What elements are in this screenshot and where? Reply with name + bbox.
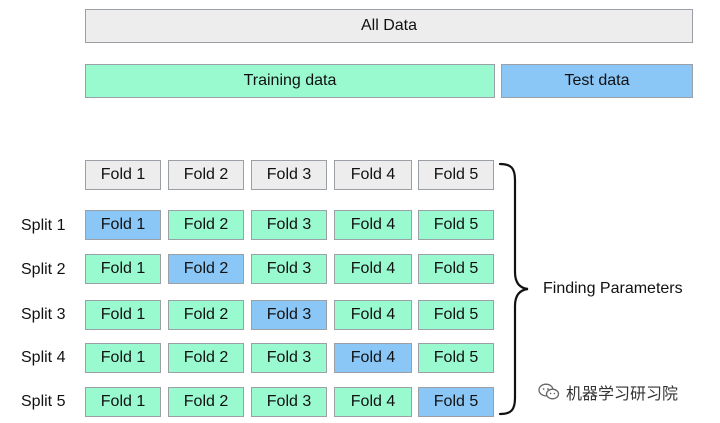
split-fold-label: Fold 4 bbox=[350, 349, 396, 366]
watermark: 机器学习研习院 bbox=[538, 380, 678, 404]
split-label: Split 2 bbox=[21, 261, 66, 278]
split-fold: Fold 3 bbox=[251, 210, 327, 240]
header-fold: Fold 3 bbox=[251, 160, 327, 190]
split-fold-label: Fold 4 bbox=[350, 306, 396, 323]
split-fold-label: Fold 4 bbox=[350, 216, 396, 233]
header-fold: Fold 4 bbox=[334, 160, 412, 190]
split-fold: Fold 2 bbox=[168, 300, 244, 330]
split-fold-label: Fold 3 bbox=[266, 349, 312, 366]
header-fold-label: Fold 3 bbox=[266, 166, 312, 183]
split-label: Split 1 bbox=[21, 217, 66, 234]
split-fold: Fold 2 bbox=[168, 210, 244, 240]
split-fold: Fold 1 bbox=[85, 343, 161, 373]
split-fold-label: Fold 3 bbox=[266, 216, 312, 233]
split-fold-label: Fold 1 bbox=[100, 349, 146, 366]
split-fold-label: Fold 4 bbox=[350, 260, 396, 277]
watermark-label: 机器学习研习院 bbox=[566, 386, 679, 403]
split-fold-label: Fold 2 bbox=[183, 393, 229, 410]
split-fold: Fold 3 bbox=[251, 343, 327, 373]
split-fold-label: Fold 5 bbox=[433, 306, 479, 323]
split-fold: Fold 2 bbox=[168, 254, 244, 284]
split-fold-label: Fold 2 bbox=[183, 216, 229, 233]
split-fold-label: Fold 1 bbox=[100, 393, 146, 410]
header-fold-label: Fold 4 bbox=[350, 166, 396, 183]
split-label: Split 4 bbox=[21, 349, 66, 366]
split-fold: Fold 3 bbox=[251, 387, 327, 417]
split-fold-label: Fold 5 bbox=[433, 216, 479, 233]
split-fold-label: Fold 1 bbox=[100, 306, 146, 323]
test-data-bar: Test data bbox=[501, 64, 693, 98]
training-data-label: Training data bbox=[243, 72, 337, 89]
split-fold-label: Fold 5 bbox=[433, 393, 479, 410]
split-fold: Fold 4 bbox=[334, 343, 412, 373]
split-fold-label: Fold 3 bbox=[266, 306, 312, 323]
all-data-label: All Data bbox=[360, 17, 418, 34]
all-data-bar: All Data bbox=[85, 9, 693, 43]
test-data-label: Test data bbox=[564, 72, 630, 89]
split-fold: Fold 5 bbox=[418, 300, 494, 330]
split-fold-label: Fold 2 bbox=[183, 306, 229, 323]
split-fold-label: Fold 5 bbox=[433, 260, 479, 277]
split-fold-label: Fold 1 bbox=[100, 216, 146, 233]
split-fold: Fold 2 bbox=[168, 343, 244, 373]
split-fold: Fold 1 bbox=[85, 210, 161, 240]
training-data-bar: Training data bbox=[85, 64, 495, 98]
curly-brace-icon bbox=[498, 162, 529, 416]
split-fold-label: Fold 2 bbox=[183, 349, 229, 366]
finding-parameters-label: Finding Parameters bbox=[543, 280, 683, 297]
split-fold: Fold 4 bbox=[334, 254, 412, 284]
split-fold: Fold 1 bbox=[85, 254, 161, 284]
header-fold: Fold 2 bbox=[168, 160, 244, 190]
split-fold: Fold 4 bbox=[334, 387, 412, 417]
split-fold: Fold 4 bbox=[334, 210, 412, 240]
split-fold: Fold 2 bbox=[168, 387, 244, 417]
header-fold-label: Fold 5 bbox=[433, 166, 479, 183]
split-label: Split 5 bbox=[21, 393, 66, 410]
split-fold: Fold 1 bbox=[85, 387, 161, 417]
split-fold-label: Fold 3 bbox=[266, 260, 312, 277]
split-fold: Fold 5 bbox=[418, 387, 494, 417]
split-fold: Fold 5 bbox=[418, 254, 494, 284]
split-fold: Fold 1 bbox=[85, 300, 161, 330]
split-fold: Fold 3 bbox=[251, 254, 327, 284]
header-fold-label: Fold 2 bbox=[183, 166, 229, 183]
wechat-icon bbox=[538, 383, 560, 400]
split-fold: Fold 5 bbox=[418, 343, 494, 373]
split-fold: Fold 5 bbox=[418, 210, 494, 240]
header-fold-label: Fold 1 bbox=[100, 166, 146, 183]
split-fold: Fold 4 bbox=[334, 300, 412, 330]
split-fold: Fold 3 bbox=[251, 300, 327, 330]
split-fold-label: Fold 3 bbox=[266, 393, 312, 410]
split-fold-label: Fold 4 bbox=[350, 393, 396, 410]
split-fold-label: Fold 5 bbox=[433, 349, 479, 366]
split-fold-label: Fold 1 bbox=[100, 260, 146, 277]
split-label: Split 3 bbox=[21, 306, 66, 323]
split-fold-label: Fold 2 bbox=[183, 260, 229, 277]
header-fold: Fold 5 bbox=[418, 160, 494, 190]
header-fold: Fold 1 bbox=[85, 160, 161, 190]
